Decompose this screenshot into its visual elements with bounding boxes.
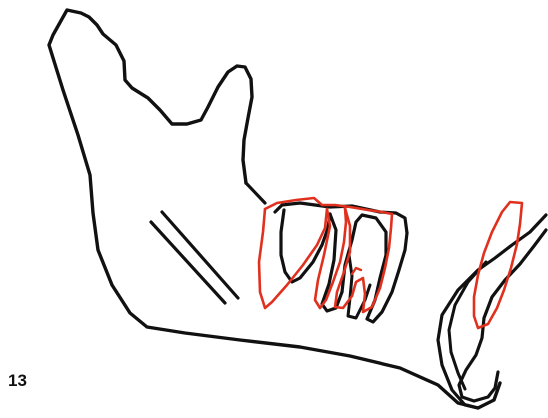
ramus-notch-edge <box>246 183 265 203</box>
mylohyoid-ridge-line-inner <box>162 212 238 298</box>
molar-first-roots-black <box>281 210 330 282</box>
molar-crown-black <box>275 203 407 233</box>
mandible-outline <box>49 10 500 408</box>
red-tracing-group <box>259 198 522 328</box>
mylohyoid-ridge-line-outer <box>151 222 225 303</box>
figure-number: 13 <box>8 372 27 389</box>
black-tracing-group <box>49 10 546 408</box>
molar-inner-root-red <box>352 268 361 274</box>
incisor-red <box>474 202 522 328</box>
incisor-inner-black <box>459 230 546 401</box>
